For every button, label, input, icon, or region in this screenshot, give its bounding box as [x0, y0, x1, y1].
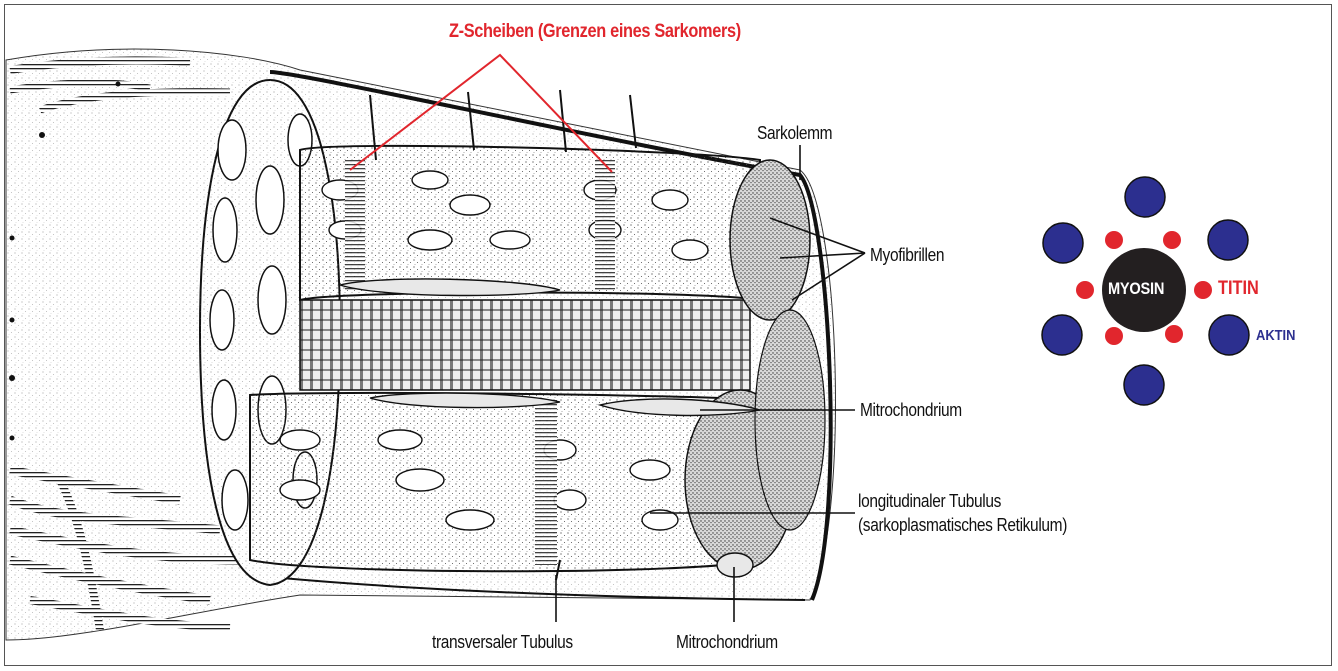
myofibril-bottom-row — [250, 393, 760, 571]
z-discs-label: Z-Scheiben (Grenzen eines Sarkomers) — [449, 21, 741, 43]
aktin-filament — [1043, 223, 1083, 263]
longitudinal-tubule-label: longitudinaler Tubulus (sarkoplasmatisch… — [858, 489, 1067, 537]
myofilaments — [300, 300, 750, 390]
titin-filament — [1194, 281, 1212, 299]
mitochondrion-bottom-label: Mitrochondrium — [676, 632, 778, 653]
titin-filament — [1165, 325, 1183, 343]
transverse-tubule-label: transversaler Tubulus — [432, 632, 573, 653]
aktin-filament — [1125, 177, 1165, 217]
aktin-filament — [1209, 315, 1249, 355]
titin-filament — [1105, 327, 1123, 345]
aktin-filament — [1208, 220, 1248, 260]
titin-label: TITIN — [1218, 278, 1259, 300]
myofibril-top-row — [300, 146, 760, 300]
sarcolemma-label: Sarkolemm — [757, 123, 832, 144]
aktin-filament — [1124, 365, 1164, 405]
titin-filament — [1076, 281, 1094, 299]
myofibrils-label: Myofibrillen — [870, 245, 944, 266]
titin-filament — [1163, 231, 1181, 249]
titin-filament — [1105, 231, 1123, 249]
aktin-label: AKTIN — [1256, 327, 1295, 344]
aktin-filament — [1042, 315, 1082, 355]
mitochondrion-right-label: Mitrochondrium — [860, 400, 962, 421]
myosin-label: MYOSIN — [1108, 279, 1164, 299]
